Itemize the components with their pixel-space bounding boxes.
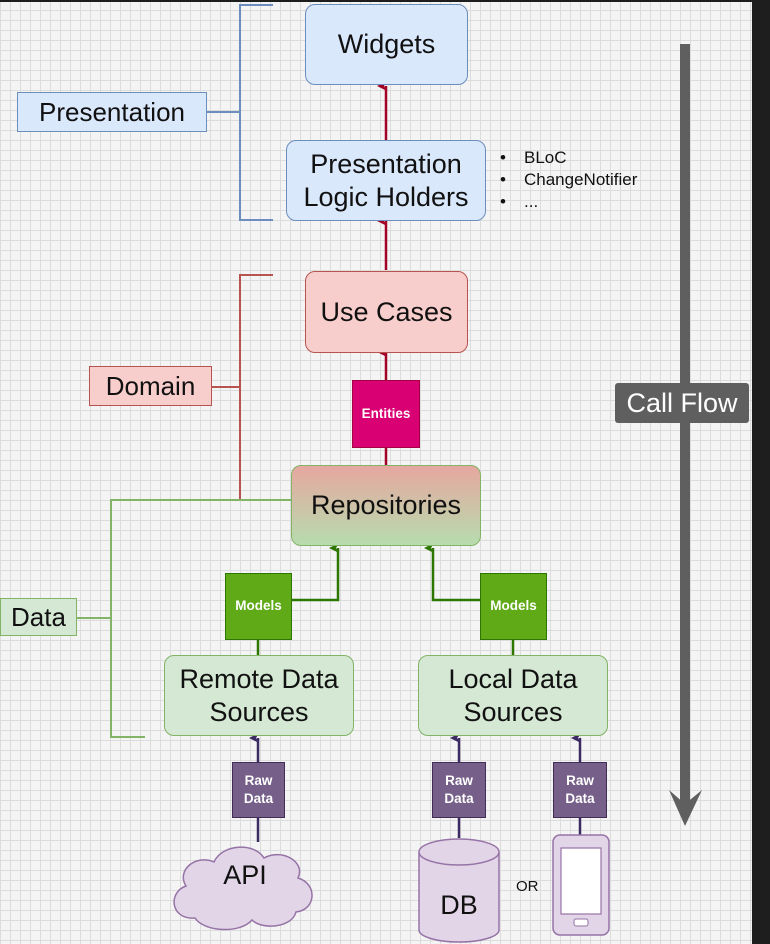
raw-device-line2: Data: [565, 791, 595, 806]
presentation-logic-line2: Logic Holders: [303, 181, 469, 212]
database-icon: [418, 838, 500, 943]
db-label: DB: [440, 889, 478, 920]
widgets-node: Widgets: [305, 4, 468, 85]
arrow-down-icon: [669, 44, 702, 826]
phone-icon: [552, 834, 610, 936]
raw-data-device: Raw Data: [553, 762, 607, 818]
raw-db-line1: Raw: [445, 772, 473, 788]
call-flow-label: Call Flow: [615, 383, 749, 423]
remote-data-sources-node: Remote Data Sources: [164, 655, 354, 736]
use-cases-node: Use Cases: [305, 271, 468, 353]
remote-line1: Remote Data: [179, 664, 339, 695]
api-label: API: [223, 859, 267, 890]
local-line1: Local Data: [448, 664, 578, 695]
example-bloc: BLoC: [500, 147, 637, 169]
raw-device-line1: Raw: [566, 772, 594, 788]
example-changenotifier: ChangeNotifier: [500, 169, 637, 191]
layer-label-presentation: Presentation: [17, 92, 207, 132]
raw-data-api: Raw Data: [232, 762, 285, 818]
example-more: ...: [500, 191, 637, 213]
presentation-logic-line1: Presentation: [310, 149, 462, 180]
raw-db-line2: Data: [444, 791, 474, 806]
cloud-icon: [173, 846, 313, 931]
remote-line2: Sources: [209, 696, 309, 727]
raw-data-db: Raw Data: [432, 762, 486, 818]
models-left-node: Models: [225, 573, 292, 640]
layer-label-data: Data: [0, 598, 77, 636]
raw-api-line1: Raw: [244, 772, 273, 788]
presentation-logic-holders-node: Presentation Logic Holders: [286, 140, 486, 221]
layer-label-domain: Domain: [89, 366, 212, 406]
or-label: OR: [516, 878, 539, 895]
raw-api-line2: Data: [243, 791, 274, 806]
logic-holder-examples: BLoC ChangeNotifier ...: [500, 147, 637, 213]
models-right-node: Models: [480, 573, 547, 640]
local-data-sources-node: Local Data Sources: [418, 655, 608, 736]
repositories-node: Repositories: [291, 465, 481, 546]
top-bar: [0, 0, 770, 2]
entities-node: Entities: [352, 380, 420, 448]
local-line2: Sources: [463, 696, 563, 727]
